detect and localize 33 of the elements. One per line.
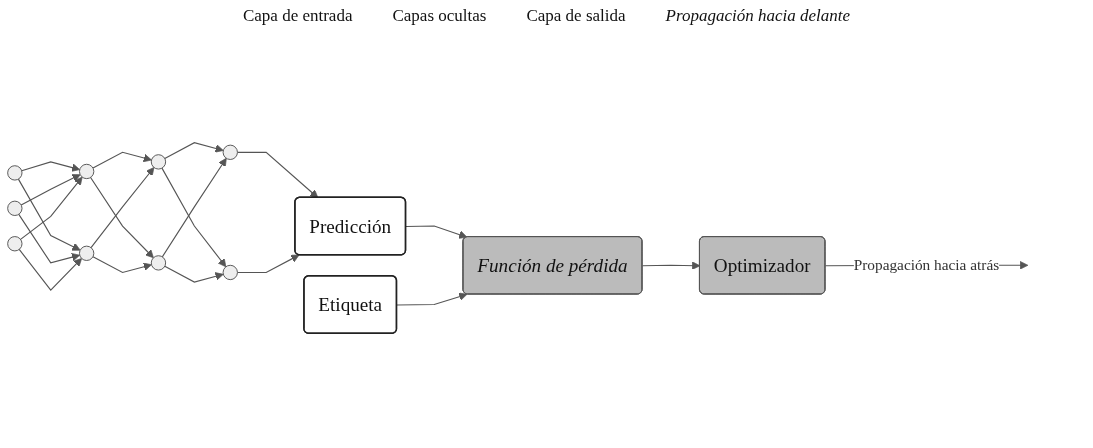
direction-caption: Propagación hacia delante xyxy=(665,6,850,26)
arrow xyxy=(236,151,319,199)
layer-heading: Capas ocultas xyxy=(392,6,487,26)
arrow xyxy=(161,167,227,268)
node-circle xyxy=(7,165,23,181)
arrow xyxy=(20,174,81,206)
arrow xyxy=(405,225,468,239)
layer-heading: Capa de salida xyxy=(526,6,626,26)
node-circle xyxy=(7,236,23,252)
node-circle xyxy=(150,255,167,271)
node-circle xyxy=(79,163,95,180)
arrow xyxy=(17,178,81,251)
arrow xyxy=(164,265,224,283)
layer-heading: Capa de entrada xyxy=(242,6,353,26)
node-circle xyxy=(222,264,238,281)
node-circle xyxy=(150,154,167,170)
edge-label: Propagación hacia atrás xyxy=(853,256,1000,273)
node-circle xyxy=(79,245,95,261)
arrow xyxy=(164,142,224,160)
arrow xyxy=(18,213,81,264)
arrow xyxy=(396,292,468,306)
arrow xyxy=(21,161,81,172)
arrow xyxy=(641,261,701,270)
arrow xyxy=(92,151,152,169)
arrow xyxy=(90,167,155,249)
arrow xyxy=(161,157,227,258)
arrow xyxy=(20,176,83,240)
arrow xyxy=(92,256,152,274)
arrow xyxy=(18,248,82,292)
node-circle xyxy=(222,144,238,160)
node-circle xyxy=(7,200,23,216)
arrow xyxy=(90,176,154,259)
arrow xyxy=(236,254,300,274)
